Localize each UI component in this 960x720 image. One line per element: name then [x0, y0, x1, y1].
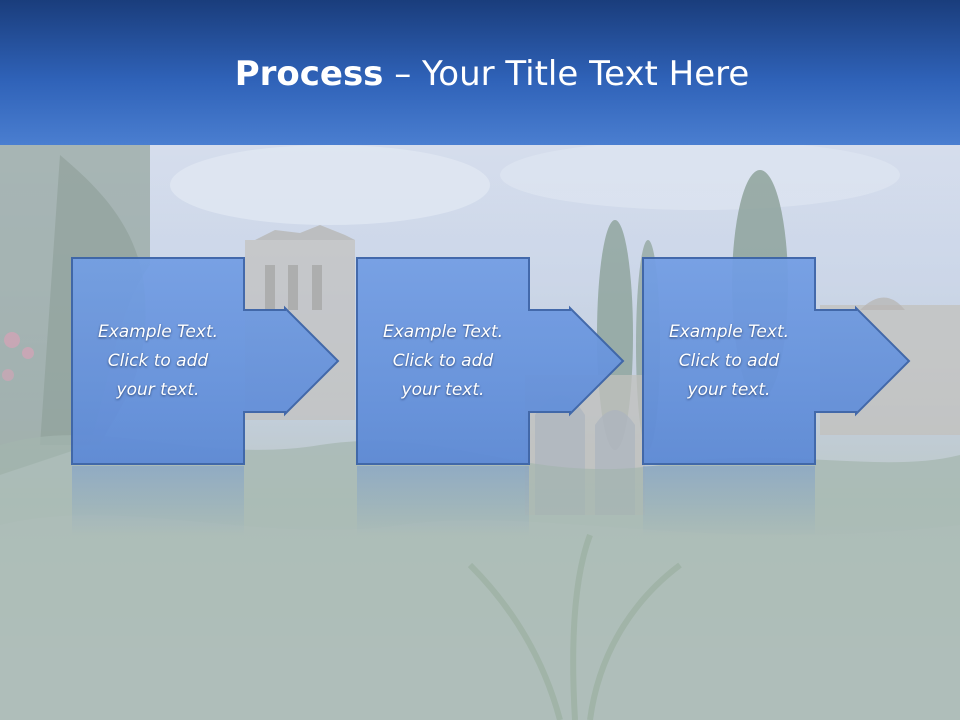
process-reflection-2 [357, 466, 529, 536]
slide-title[interactable]: Process – Your Title Text Here [0, 52, 960, 96]
process-reflection-1 [72, 466, 244, 536]
slide-title-bold: Process [234, 54, 384, 94]
slide-title-rest: – Your Title Text Here [383, 54, 750, 94]
process-arrow-3[interactable] [642, 257, 911, 465]
process-step-1-label: Example Text. Click to add your text. [97, 321, 219, 400]
process-step-3-text[interactable]: Example Text. Click to add your text. [643, 258, 815, 464]
process-arrow-1[interactable] [71, 257, 340, 465]
process-step-2-label: Example Text. Click to add your text. [382, 321, 504, 400]
process-step-1-text[interactable]: Example Text. Click to add your text. [72, 258, 244, 464]
process-step-2-text[interactable]: Example Text. Click to add your text. [357, 258, 529, 464]
process-reflection-3 [643, 466, 815, 536]
background-photo-scenery [0, 145, 960, 720]
process-step-3-label: Example Text. Click to add your text. [668, 321, 790, 400]
title-bar [0, 0, 960, 145]
process-arrow-2[interactable] [356, 257, 625, 465]
